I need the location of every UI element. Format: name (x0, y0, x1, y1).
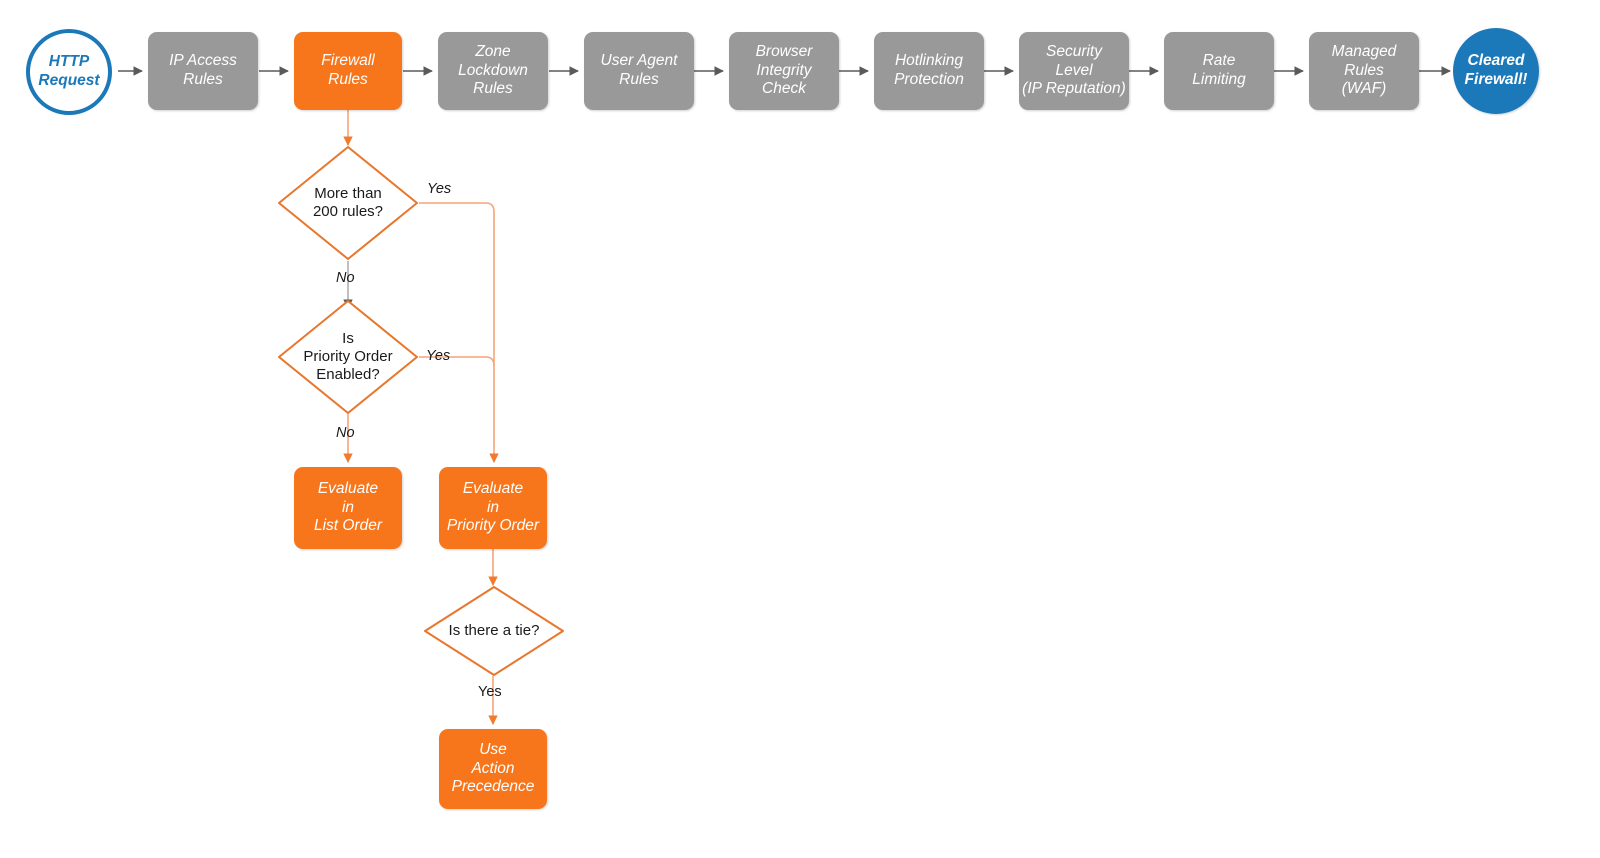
node-use-action-precedence-label: Use Action Precedence (451, 740, 535, 796)
node-user-agent-rules[interactable]: User Agent Rules (584, 32, 694, 110)
node-cleared-firewall[interactable]: Cleared Firewall! (1453, 28, 1539, 114)
node-http-request[interactable]: HTTP Request (26, 29, 112, 115)
node-evaluate-in-list-order[interactable]: Evaluate in List Order (294, 467, 402, 549)
edge-label-no-200-rules: No (336, 270, 355, 286)
node-cleared-firewall-label: Cleared Firewall! (1464, 52, 1528, 88)
node-evaluate-in-list-order-label: Evaluate in List Order (313, 479, 383, 535)
node-browser-integrity-check[interactable]: Browser Integrity Check (729, 32, 839, 110)
node-managed-rules-waf[interactable]: Managed Rules (WAF) (1309, 32, 1419, 110)
decision-more-than-200-rules[interactable]: More than 200 rules? (277, 145, 419, 261)
node-zone-lockdown-rules-label: Zone Lockdown Rules (458, 42, 528, 98)
edge-label-yes-priority-order: Yes (426, 348, 451, 364)
decision-is-there-a-tie-shape (424, 586, 564, 676)
node-firewall-rules[interactable]: Firewall Rules (294, 32, 402, 110)
node-security-level-label: Security Level (IP Reputation) (1022, 42, 1126, 98)
edge-d1-yes (419, 202, 499, 463)
node-http-request-label: HTTP Request (38, 53, 100, 89)
edge-label-yes-tie: Yes (478, 684, 502, 700)
decision-more-than-200-rules-shape (278, 146, 418, 260)
node-rate-limiting-label: Rate Limiting (1192, 52, 1246, 88)
node-zone-lockdown-rules[interactable]: Zone Lockdown Rules (438, 32, 548, 110)
node-firewall-rules-label: Firewall Rules (321, 52, 375, 88)
edge-label-yes-200-rules: Yes (427, 181, 452, 197)
decision-is-priority-order-enabled[interactable]: Is Priority Order Enabled? (277, 299, 419, 415)
edge-label-no-priority-order: No (336, 425, 355, 441)
node-use-action-precedence[interactable]: Use Action Precedence (439, 729, 547, 809)
node-ip-access-rules-label: IP Access Rules (169, 52, 237, 88)
node-browser-integrity-check-label: Browser Integrity Check (755, 42, 813, 98)
node-security-level[interactable]: Security Level (IP Reputation) (1019, 32, 1129, 110)
node-hotlinking-protection[interactable]: Hotlinking Protection (874, 32, 984, 110)
decision-is-priority-order-enabled-label: Is Priority Order Enabled? (303, 330, 393, 383)
decision-is-priority-order-enabled-shape (278, 300, 418, 414)
node-evaluate-in-priority-order-label: Evaluate in Priority Order (446, 479, 540, 535)
node-user-agent-rules-label: User Agent Rules (600, 52, 678, 88)
node-hotlinking-protection-label: Hotlinking Protection (894, 52, 964, 88)
node-evaluate-in-priority-order[interactable]: Evaluate in Priority Order (439, 467, 547, 549)
decision-more-than-200-rules-label: More than 200 rules? (312, 185, 384, 220)
decision-is-there-a-tie[interactable]: Is there a tie? (423, 585, 565, 677)
node-rate-limiting[interactable]: Rate Limiting (1164, 32, 1274, 110)
node-managed-rules-waf-label: Managed Rules (WAF) (1331, 42, 1397, 98)
node-ip-access-rules[interactable]: IP Access Rules (148, 32, 258, 110)
decision-is-there-a-tie-label: Is there a tie? (448, 622, 540, 639)
